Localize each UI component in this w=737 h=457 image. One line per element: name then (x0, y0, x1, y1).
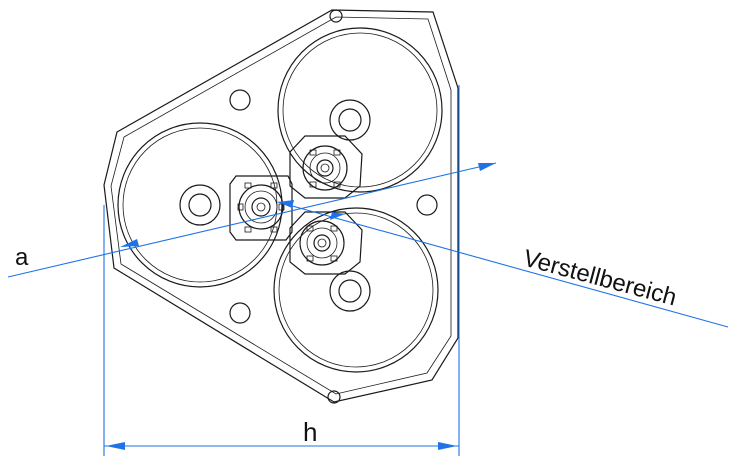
label-h: h (303, 417, 317, 447)
center-mechanism-left (229, 175, 293, 241)
dimension-adjustment-range (277, 200, 729, 328)
dimension-a-arrow-right (478, 163, 496, 171)
dimension-h (103, 85, 460, 456)
dimension-h-arrow-right (438, 442, 457, 450)
mounting-hole-bottom-edge (327, 390, 341, 404)
mounting-hole-bottom-left (229, 302, 251, 324)
housing-outer-contour (103, 9, 459, 403)
wheel-bottom (273, 207, 439, 373)
mounting-holes (229, 9, 438, 404)
mounting-hole-right (416, 194, 438, 216)
center-mechanism-top (289, 135, 363, 199)
adjustment-range-arrow-upper (278, 200, 294, 208)
wheel-top (277, 27, 443, 193)
dimension-a (7, 162, 497, 278)
housing (103, 9, 459, 403)
dimension-a-line (7, 162, 497, 278)
mounting-hole-top-edge (329, 9, 343, 23)
dimension-h-arrow-left (106, 442, 125, 450)
center-mechanism-bottom (289, 211, 363, 275)
label-adjustment-range: Verstellbereich (520, 245, 679, 312)
mounting-hole-top-left (229, 89, 251, 111)
dimension-a-arrow-left (120, 239, 139, 247)
adjustment-range-line (277, 201, 729, 328)
adjustment-range-arrow-lower (330, 212, 345, 220)
housing-inner-contour (110, 16, 452, 395)
label-a: a (15, 244, 29, 271)
